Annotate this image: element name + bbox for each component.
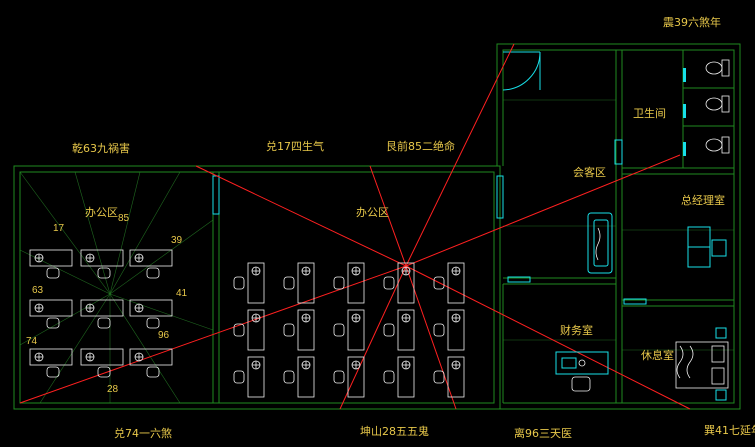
compass-number: 85 (118, 213, 130, 224)
compass-number: 28 (107, 384, 119, 395)
desk-with-chair (80, 249, 124, 279)
toilets (705, 59, 730, 154)
left-office-desks (29, 249, 173, 378)
room-label-office-left: 办公区 (85, 206, 118, 219)
desk-with-chair (233, 262, 265, 304)
toilet-icon (705, 59, 730, 77)
reception-sofa (587, 212, 613, 274)
desk-with-chair (80, 299, 124, 329)
desk-with-chair (333, 356, 365, 398)
room-label-reception: 会客区 (573, 165, 606, 179)
desk-with-chair (433, 309, 465, 351)
dimension-lines (19, 99, 734, 404)
room-label-finance: 财务室 (560, 323, 593, 337)
main-office-desks (233, 262, 465, 398)
room-label-bathroom: 卫生间 (633, 106, 666, 120)
guide-lines (19, 43, 691, 410)
desk-with-chair (29, 299, 73, 329)
desk-with-chair (383, 356, 415, 398)
toilet-icon (705, 95, 730, 113)
room-label-office-main: 办公区 (356, 206, 389, 219)
desk-with-chair (233, 356, 265, 398)
desk-with-chair (129, 348, 173, 378)
sector-label-south-right: 离96三天医 (514, 426, 572, 440)
windows (212, 68, 686, 305)
desk-with-chair (283, 356, 315, 398)
sector-label-south-mid: 坤山28五五鬼 (360, 424, 429, 438)
desk-with-chair (233, 309, 265, 351)
desk-with-chair (129, 299, 173, 329)
finance-desk (555, 351, 609, 392)
desk-with-chair (333, 262, 365, 304)
desk-with-chair (433, 356, 465, 398)
sector-label-southeast: 巽41七延年 (704, 423, 755, 437)
compass-number: 63 (32, 285, 44, 296)
sector-label-north-right: 艮前85二绝命 (386, 139, 455, 153)
sector-label-south-left: 兑74一六煞 (114, 426, 172, 440)
sector-label-north-left: 乾63九祸害 (72, 141, 130, 155)
desk-with-chair (283, 309, 315, 351)
desk-with-chair (333, 309, 365, 351)
compass-number: 74 (26, 336, 38, 347)
desk-with-chair (383, 262, 415, 304)
bed (675, 327, 729, 401)
interior-walls (212, 50, 734, 403)
desk-with-chair (383, 309, 415, 351)
desk-with-chair (283, 262, 315, 304)
desk-with-chair (80, 348, 124, 378)
desk-with-chair (29, 249, 73, 279)
room-label-manager: 总经理室 (681, 193, 725, 207)
desk-with-chair (129, 249, 173, 279)
compass-number: 17 (53, 223, 65, 234)
manager-desk (687, 226, 727, 268)
exterior-walls (13, 43, 741, 410)
entrance-door (502, 51, 541, 91)
sector-label-north-mid: 兑17四生气 (266, 139, 324, 153)
desk-with-chair (433, 262, 465, 304)
compass-number: 41 (176, 288, 188, 299)
sector-label-northeast: 震39六煞年 (663, 15, 721, 29)
compass-number: 39 (171, 235, 183, 246)
desk-with-chair (29, 348, 73, 378)
compass-number: 96 (158, 330, 170, 341)
room-label-rest: 休息室 (641, 348, 674, 362)
toilet-icon (705, 136, 730, 154)
